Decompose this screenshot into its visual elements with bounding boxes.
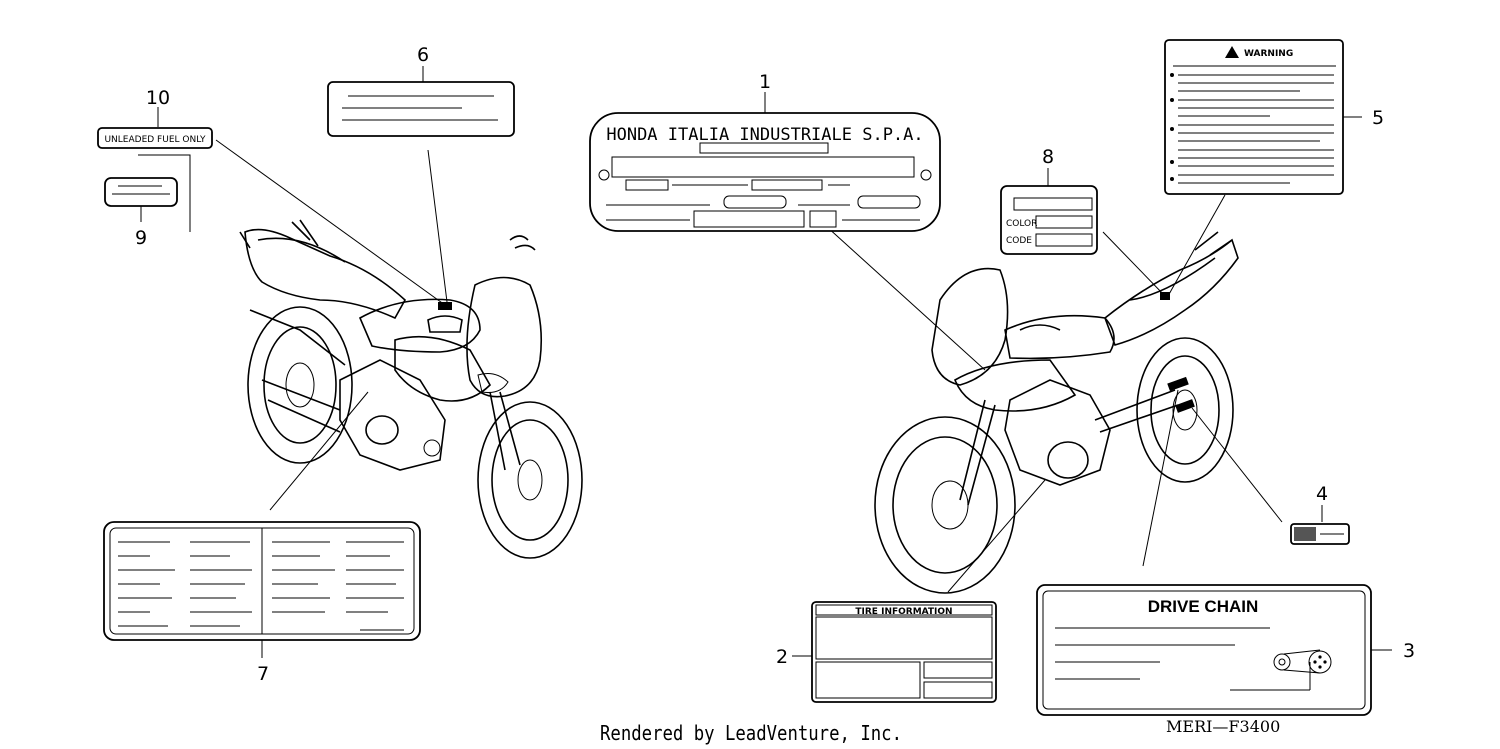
label-4 (1290, 505, 1350, 545)
label-unleaded-fuel: UNLEADED FUEL ONLY (97, 107, 213, 232)
label-6 (327, 66, 515, 137)
code-text: CODE (1006, 236, 1032, 246)
label-9 (104, 177, 178, 222)
callout-numbers: 1 2 3 4 5 6 7 8 9 10 (135, 44, 1415, 685)
callout-4: 4 (1316, 483, 1328, 505)
label-7 (103, 521, 421, 658)
label-warning: WARNING (1164, 39, 1362, 195)
callout-3: 3 (1403, 640, 1415, 662)
warning-text: WARNING (1244, 49, 1293, 59)
honda-plate-text: HONDA ITALIA INDUSTRIALE S.P.A. (606, 125, 923, 145)
color-text: COLOR (1006, 219, 1037, 229)
unleaded-text: UNLEADED FUEL ONLY (104, 135, 206, 145)
leader-lines (215, 139, 1283, 593)
callout-10: 10 (146, 87, 170, 109)
callout-7: 7 (257, 663, 269, 685)
callout-1: 1 (759, 71, 771, 93)
right-motorcycle (874, 231, 1239, 594)
warning-icon (1225, 46, 1239, 58)
label-honda-plate: HONDA ITALIA INDUSTRIALE S.P.A. (589, 92, 941, 232)
callout-5: 5 (1372, 107, 1384, 129)
callout-8: 8 (1042, 146, 1054, 168)
callout-2: 2 (776, 646, 788, 668)
left-motorcycle (239, 219, 583, 559)
callout-9: 9 (135, 227, 147, 249)
rendered-by-credit: Rendered by LeadVenture, Inc. (600, 721, 902, 745)
label-color-code: COLOR CODE (1000, 168, 1098, 255)
label-tire-information: TIRE INFORMATION (792, 601, 997, 703)
drive-chain-text: DRIVE CHAIN (1148, 597, 1259, 616)
callout-6: 6 (417, 44, 429, 66)
diagram-code: MERI—F3400 (1166, 717, 1280, 736)
tire-info-text: TIRE INFORMATION (855, 607, 952, 617)
label-drive-chain: DRIVE CHAIN (1036, 584, 1392, 716)
